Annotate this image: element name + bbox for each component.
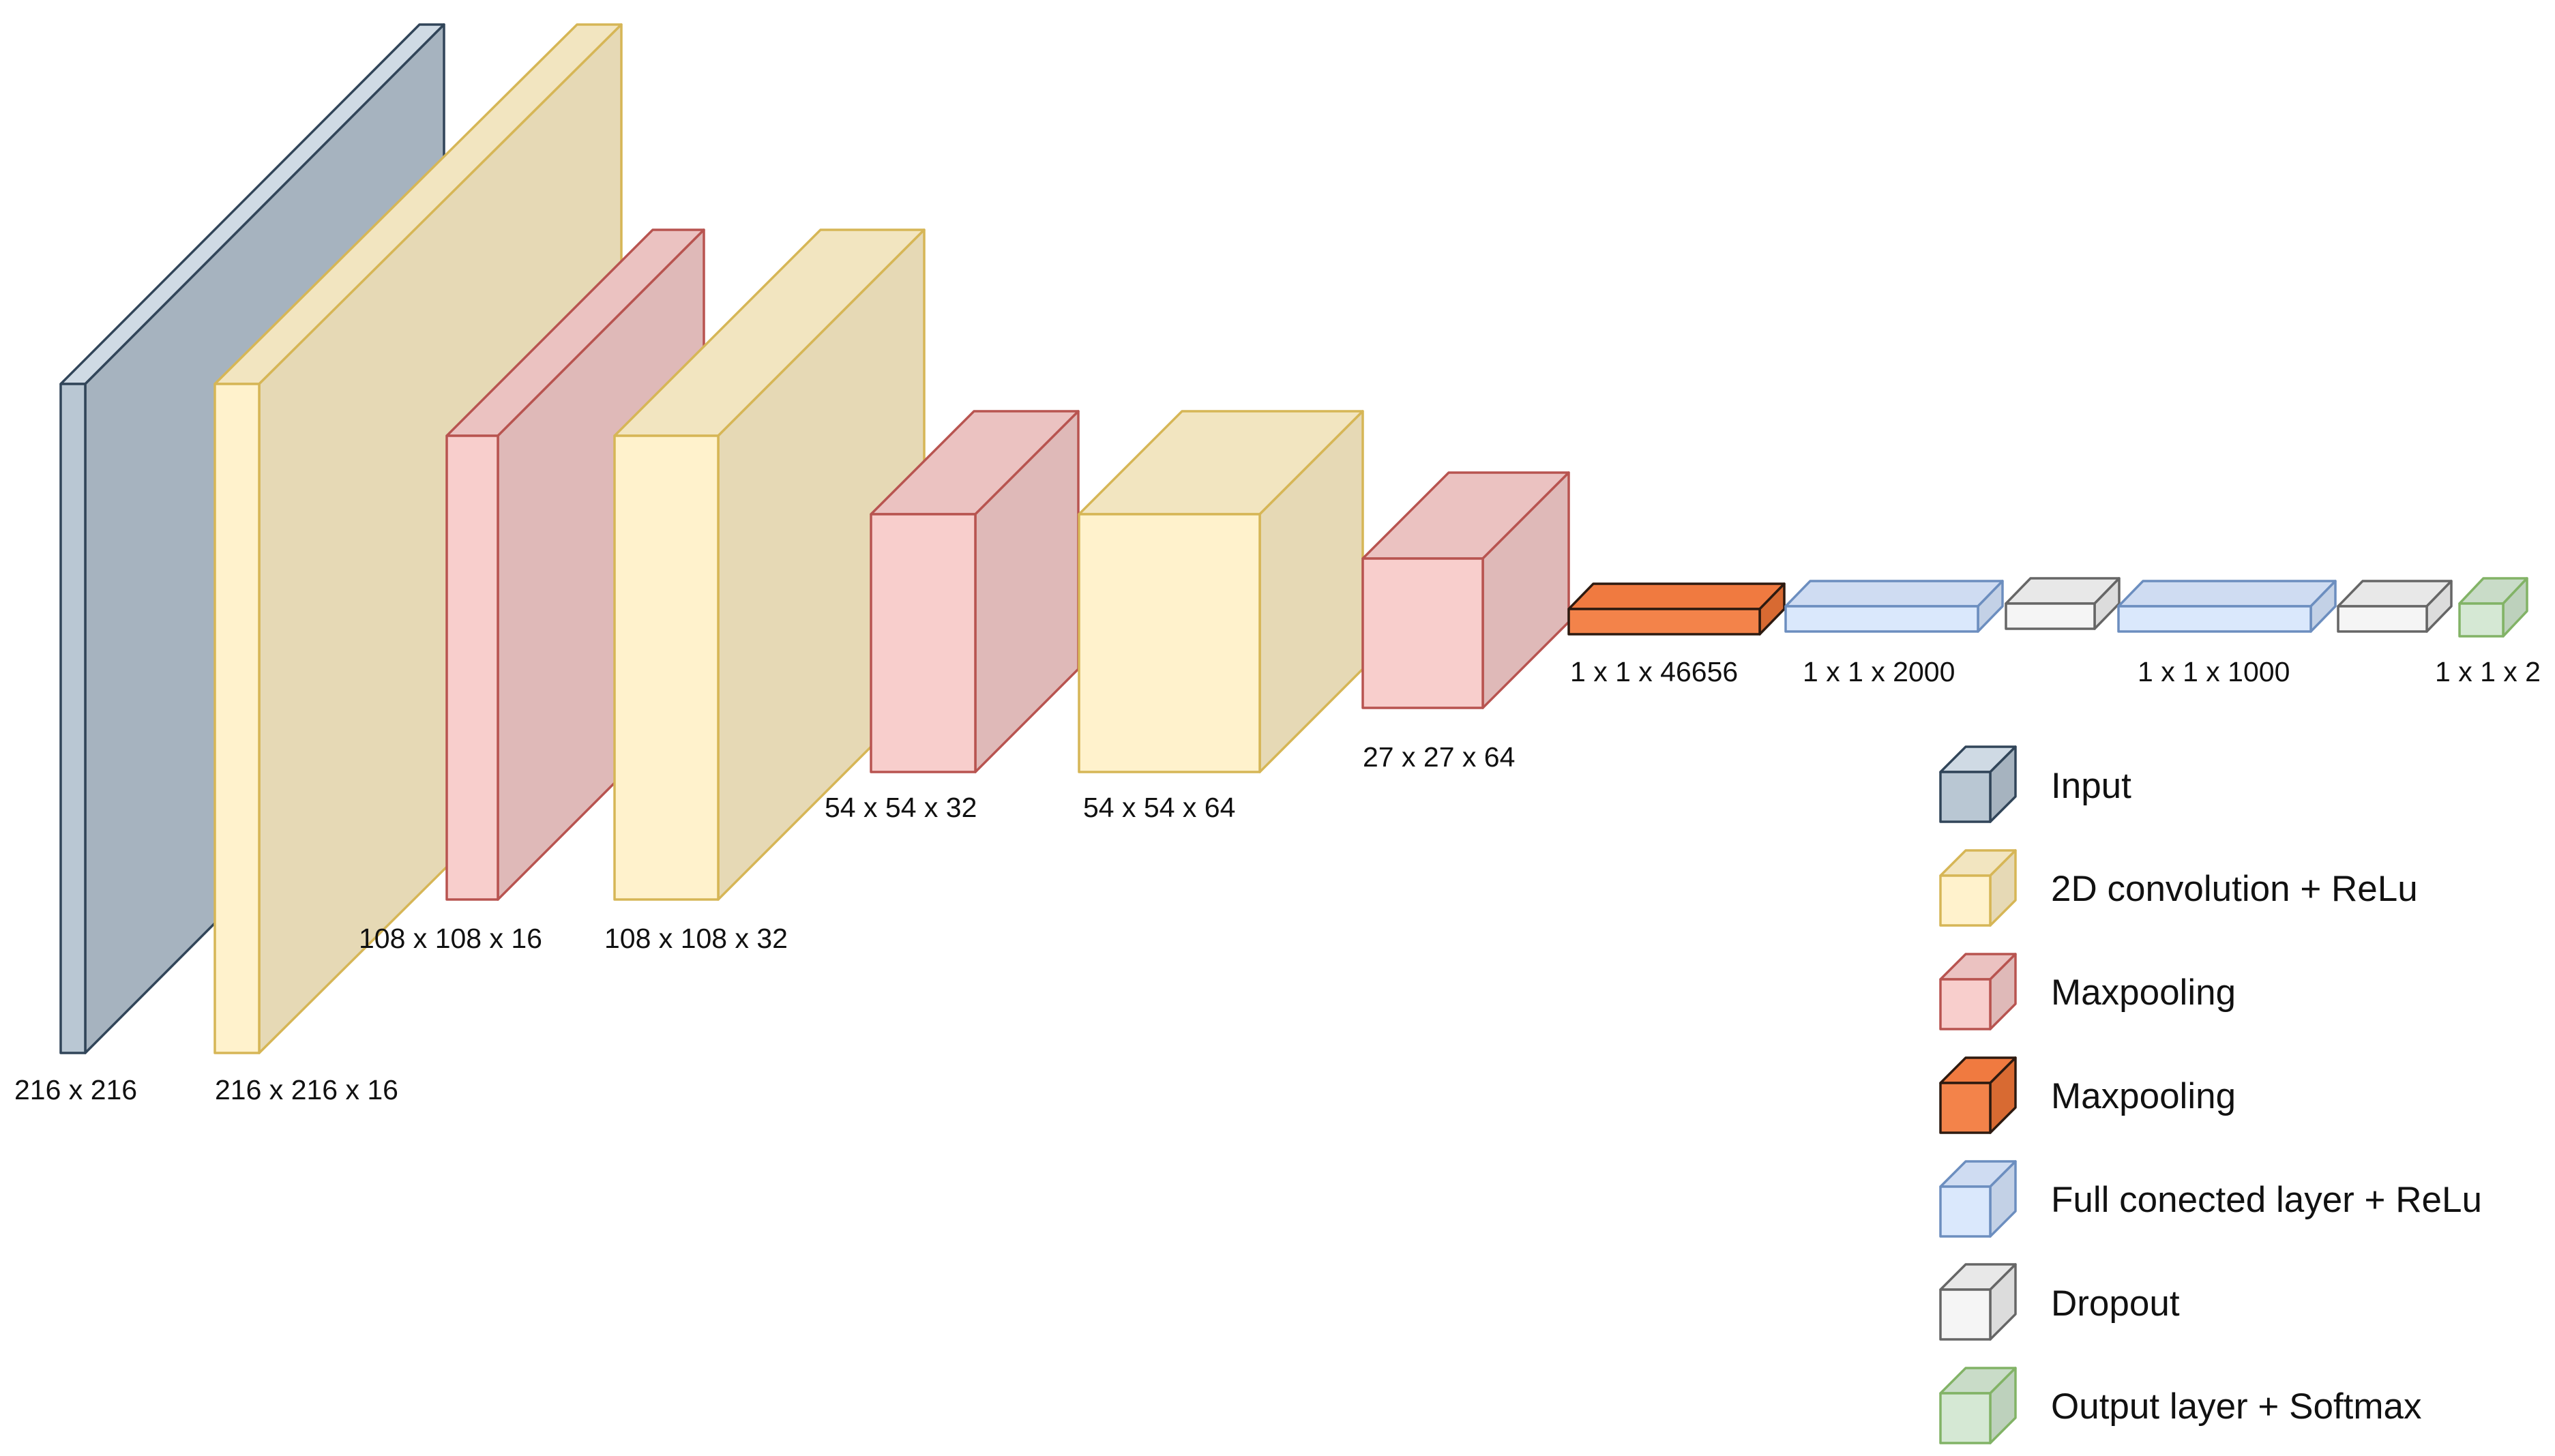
cuboid-front <box>1939 1082 1992 1134</box>
layer-maxpool-cuboid <box>870 410 1080 773</box>
cuboid-top <box>1567 582 1786 610</box>
cuboid-front <box>445 434 499 901</box>
cuboid-front <box>213 383 261 1054</box>
legend-flatten-icon <box>1939 1056 2017 1134</box>
cuboid-front <box>870 513 977 773</box>
layers-group <box>59 23 2528 1054</box>
layer-output-cuboid <box>2458 577 2528 638</box>
legend-label-maxpool: Maxpooling <box>2051 972 2236 1013</box>
cuboid-front <box>59 383 87 1054</box>
layer-dim-label: 54 x 54 x 64 <box>1083 792 1235 823</box>
legend-dropout-icon <box>1939 1263 2017 1341</box>
cuboid-front <box>1939 1185 1992 1238</box>
layer-dim-label: 1 x 1 x 46656 <box>1570 656 1738 687</box>
cuboid-front <box>613 434 720 901</box>
layer-fc-cuboid <box>1784 580 2004 633</box>
layer-dim-label: 108 x 108 x 16 <box>359 923 542 954</box>
legend: Input 2D convolution + ReLu Maxpooling M… <box>1939 745 2482 1444</box>
layer-dim-label: 1 x 1 x 1000 <box>2138 656 2290 687</box>
cuboid-top <box>2117 580 2337 608</box>
legend-conv-icon <box>1939 849 2017 927</box>
layer-dim-label: 1 x 1 x 2 <box>2435 656 2541 687</box>
layer-maxpool-cuboid <box>1361 471 1570 709</box>
cuboid-front <box>1567 608 1761 636</box>
layer-dim-label: 1 x 1 x 2000 <box>1803 656 1955 687</box>
cuboid-front <box>1078 513 1261 773</box>
layer-dropout-cuboid <box>2005 577 2121 630</box>
legend-label-input: Input <box>2051 766 2131 806</box>
legend-label-flatten: Maxpooling <box>2051 1076 2236 1116</box>
legend-label-dropout: Dropout <box>2051 1283 2180 1324</box>
legend-icons <box>1939 745 2017 1444</box>
legend-fc-icon <box>1939 1160 2017 1238</box>
dimension-labels: 216 x 216 216 x 216 x 16 108 x 108 x 16 … <box>14 656 2541 1105</box>
cuboid-front <box>1784 605 1979 633</box>
cuboid-front <box>2005 602 2096 630</box>
layer-dim-label: 54 x 54 x 32 <box>825 792 977 823</box>
legend-maxpool-icon <box>1939 953 2017 1030</box>
cuboid-front <box>1939 771 1992 823</box>
layer-fc-cuboid <box>2117 580 2337 633</box>
cuboid-top <box>1784 580 2004 608</box>
cuboid-front <box>2458 602 2505 638</box>
legend-output-icon <box>1939 1367 2017 1444</box>
legend-input-icon <box>1939 745 2017 823</box>
cuboid-front <box>1939 874 1992 927</box>
cuboid-front <box>1939 1392 1992 1444</box>
layer-dim-label: 216 x 216 x 16 <box>215 1074 398 1105</box>
legend-label-output: Output layer + Softmax <box>2051 1386 2422 1427</box>
layer-flatten-cuboid <box>1567 582 1786 636</box>
cuboid-front <box>1939 978 1992 1030</box>
layer-dim-label: 108 x 108 x 32 <box>604 923 788 954</box>
layer-conv-cuboid <box>1078 410 1364 773</box>
cuboid-front <box>2337 605 2428 633</box>
layer-dim-label: 27 x 27 x 64 <box>1363 741 1515 773</box>
legend-label-conv: 2D convolution + ReLu <box>2051 869 2418 909</box>
layer-dropout-cuboid <box>2337 580 2453 633</box>
legend-label-fc: Full conected layer + ReLu <box>2051 1180 2482 1220</box>
cuboid-front <box>2117 605 2312 633</box>
cuboid-front <box>1361 557 1484 709</box>
cuboid-front <box>1939 1288 1992 1341</box>
layer-dim-label: 216 x 216 <box>14 1074 137 1105</box>
